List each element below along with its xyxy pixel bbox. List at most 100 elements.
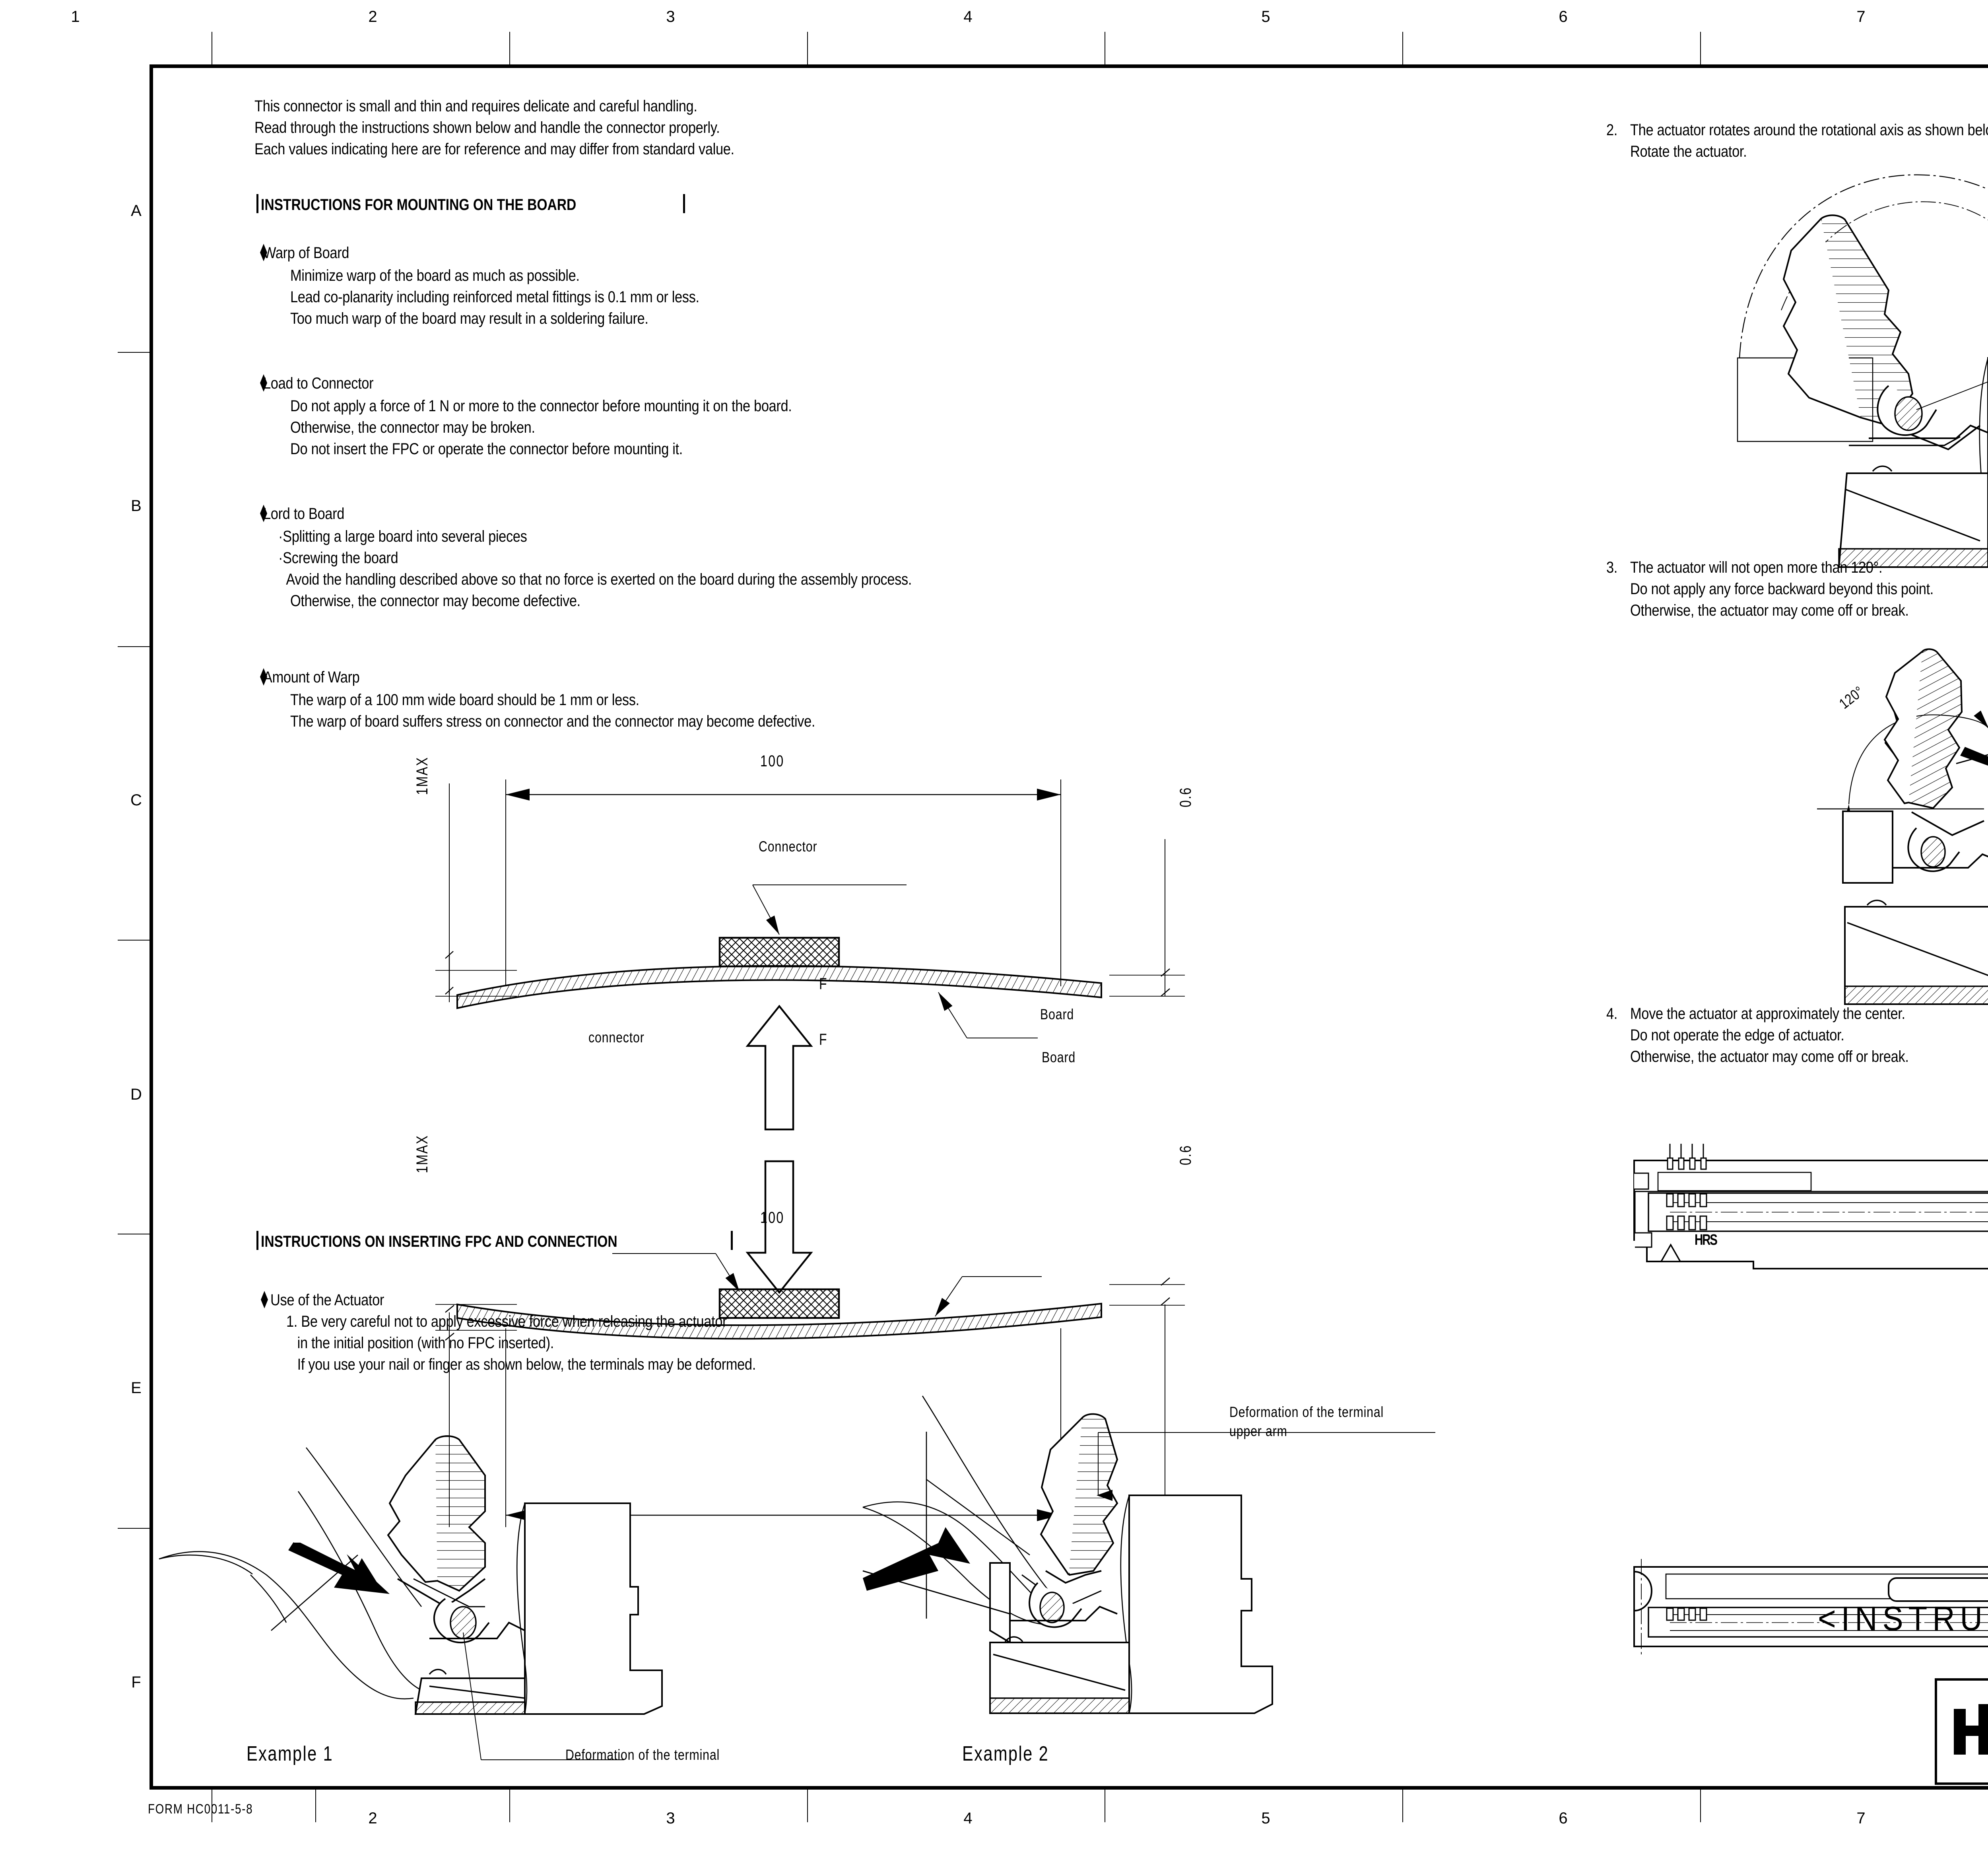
dim-width-top: 100	[760, 752, 784, 770]
dim-warp-left-bottom: 1MAX	[414, 1135, 431, 1173]
zone-label-top-2: 2	[368, 8, 378, 25]
zone-tick-top	[1700, 32, 1701, 64]
rotational-axis-diagram	[1737, 174, 1988, 568]
zone-label-left-F: F	[131, 1673, 142, 1691]
block-line: Otherwise, the connector may become defe…	[290, 592, 580, 610]
zone-label-top-5: 5	[1261, 8, 1271, 25]
step4-number: 4.	[1606, 1005, 1618, 1022]
block-line: ·Screwing the board	[278, 549, 398, 567]
form-number: FORM HC0011-5-8	[148, 1802, 253, 1817]
zone-label-top-6: 6	[1559, 8, 1568, 25]
section2-bracket-right	[731, 1231, 733, 1250]
label-connector-bottom: connector	[588, 1029, 645, 1046]
dim-warp-left-top: 1MAX	[414, 756, 431, 795]
connector-marking-hrs: HRS	[1695, 1232, 1718, 1248]
section2-bracket-left	[256, 1231, 258, 1250]
actuator-line-2: in the initial position (with no FPC ins…	[286, 1334, 554, 1352]
angle-120-diagram	[1817, 648, 1988, 1005]
block-line: Otherwise, the connector may be broken.	[290, 419, 535, 436]
block-line: The warp of board suffers stress on conn…	[290, 713, 815, 730]
block-line: Too much warp of the board may result in…	[290, 310, 648, 327]
dim-thickness-top: 0.6	[1177, 787, 1194, 807]
zone-label-left-C: C	[130, 791, 142, 809]
force-label-top: F	[819, 975, 828, 993]
zone-label-bottom-3: 3	[666, 1809, 676, 1827]
manual-title: <INSTRUCTION MANUAL 1>	[1818, 1600, 1988, 1638]
step4-line-3: Otherwise, the actuator may come off or …	[1630, 1048, 1909, 1065]
block-line: Avoid the handling described above so th…	[283, 571, 912, 588]
zone-label-bottom-5: 5	[1261, 1809, 1271, 1827]
zone-label-bottom-7: 7	[1856, 1809, 1866, 1827]
zone-tick-top	[807, 32, 808, 64]
brand-logo	[1937, 1681, 1988, 1782]
block-line: Do not apply a force of 1 N or more to t…	[290, 397, 792, 415]
step3-number: 3.	[1606, 559, 1618, 576]
label-board-bottom: Board	[1042, 1049, 1076, 1065]
intro-line-2: Read through the instructions shown belo…	[254, 119, 720, 136]
block-line: Minimize warp of the board as much as po…	[290, 267, 580, 284]
actuator-line-3: If you use your nail or finger as shown …	[286, 1356, 756, 1373]
step4-line-1: Move the actuator at approximately the c…	[1630, 1005, 1905, 1022]
zone-tick-top	[509, 32, 510, 64]
title-block: DRAWING NO. EDC3-322394-01 PART NO. FH33…	[1935, 1678, 1988, 1785]
zone-label-top-7: 7	[1856, 8, 1866, 25]
step3-line-2: Do not apply any force backward beyond t…	[1630, 580, 1934, 598]
section-bracket-right	[683, 194, 685, 213]
step2-number: 2.	[1606, 121, 1618, 139]
example1-diagram	[159, 1435, 663, 1760]
example2-annotation-line1: Deformation of the terminal	[1229, 1404, 1384, 1420]
dim-thickness-bottom: 0.6	[1177, 1145, 1194, 1165]
example2-diagram	[862, 1395, 1435, 1714]
label-board-top: Board	[1040, 1006, 1074, 1022]
drawing-frame	[149, 64, 1988, 1790]
label-connector-top: Connector	[759, 838, 817, 855]
zone-label-bottom-2: 2	[368, 1809, 378, 1827]
block-title-warp-of-board: Warp of Board	[263, 244, 349, 262]
zone-label-top-3: 3	[666, 8, 676, 25]
zone-label-left-E: E	[131, 1379, 142, 1397]
block-title-amount-of-warp: Amount of Warp	[263, 669, 360, 686]
zone-label-top-4: 4	[963, 8, 973, 25]
zone-tick-left	[118, 940, 151, 941]
zone-label-bottom-4: 4	[963, 1809, 973, 1827]
zone-tick-left	[118, 352, 151, 353]
step3-line-3: Otherwise, the actuator may come off or …	[1630, 602, 1909, 619]
zone-tick-left	[118, 646, 151, 647]
zone-label-top-1: 1	[71, 8, 80, 25]
block-line: Lead co-planarity including reinforced m…	[290, 288, 699, 306]
step2-line-1: The actuator rotates around the rotation…	[1630, 121, 1988, 139]
section1-heading: INSTRUCTIONS FOR MOUNTING ON THE BOARD	[261, 196, 577, 214]
zone-label-left-D: D	[130, 1086, 142, 1103]
block-line: The warp of a 100 mm wide board should b…	[290, 691, 639, 709]
block-title-lord-to-board: Lord to Board	[263, 505, 344, 523]
hrs-logo-icon	[1954, 1704, 1988, 1755]
force-label-bottom: F	[819, 1031, 828, 1048]
step2-line-2: Rotate the actuator.	[1630, 143, 1747, 160]
zone-label-left-A: A	[131, 202, 142, 220]
form-divider-tick	[315, 1790, 316, 1822]
zone-tick-bottom	[807, 1790, 808, 1822]
block-line: Do not insert the FPC or operate the con…	[290, 440, 683, 458]
example2-annotation-line2: upper arm	[1229, 1423, 1287, 1439]
connector-top-bottom-views	[1633, 1144, 1988, 1654]
step3-line-1: The actuator will not open more than 120…	[1630, 559, 1883, 576]
section2-heading: INSTRUCTIONS ON INSERTING FPC AND CONNEC…	[261, 1233, 617, 1250]
intro-line-3: Each values indicating here are for refe…	[254, 140, 734, 158]
actuator-block-title: Use of the Actuator	[270, 1291, 384, 1309]
zone-tick-bottom	[1402, 1790, 1403, 1822]
intro-line-1: This connector is small and thin and req…	[254, 97, 697, 115]
zone-tick-top	[1402, 32, 1403, 64]
block-title-load-to-connector: Load to Connector	[263, 375, 374, 392]
step4-line-2: Do not operate the edge of actuator.	[1630, 1026, 1844, 1044]
zone-label-left-B: B	[131, 497, 142, 515]
block-line: ·Splitting a large board into several pi…	[278, 528, 527, 545]
warp-diagram	[435, 779, 1185, 1527]
dim-width-bottom: 100	[760, 1209, 784, 1226]
zone-label-bottom-6: 6	[1559, 1809, 1568, 1827]
example1-annotation: Deformation of the terminal	[565, 1747, 720, 1763]
zone-tick-bottom	[1700, 1790, 1701, 1822]
section-bracket-left	[256, 194, 258, 213]
example2-caption: Example 2	[962, 1742, 1049, 1765]
example1-caption: Example 1	[247, 1742, 334, 1765]
zone-tick-left	[118, 1528, 151, 1529]
